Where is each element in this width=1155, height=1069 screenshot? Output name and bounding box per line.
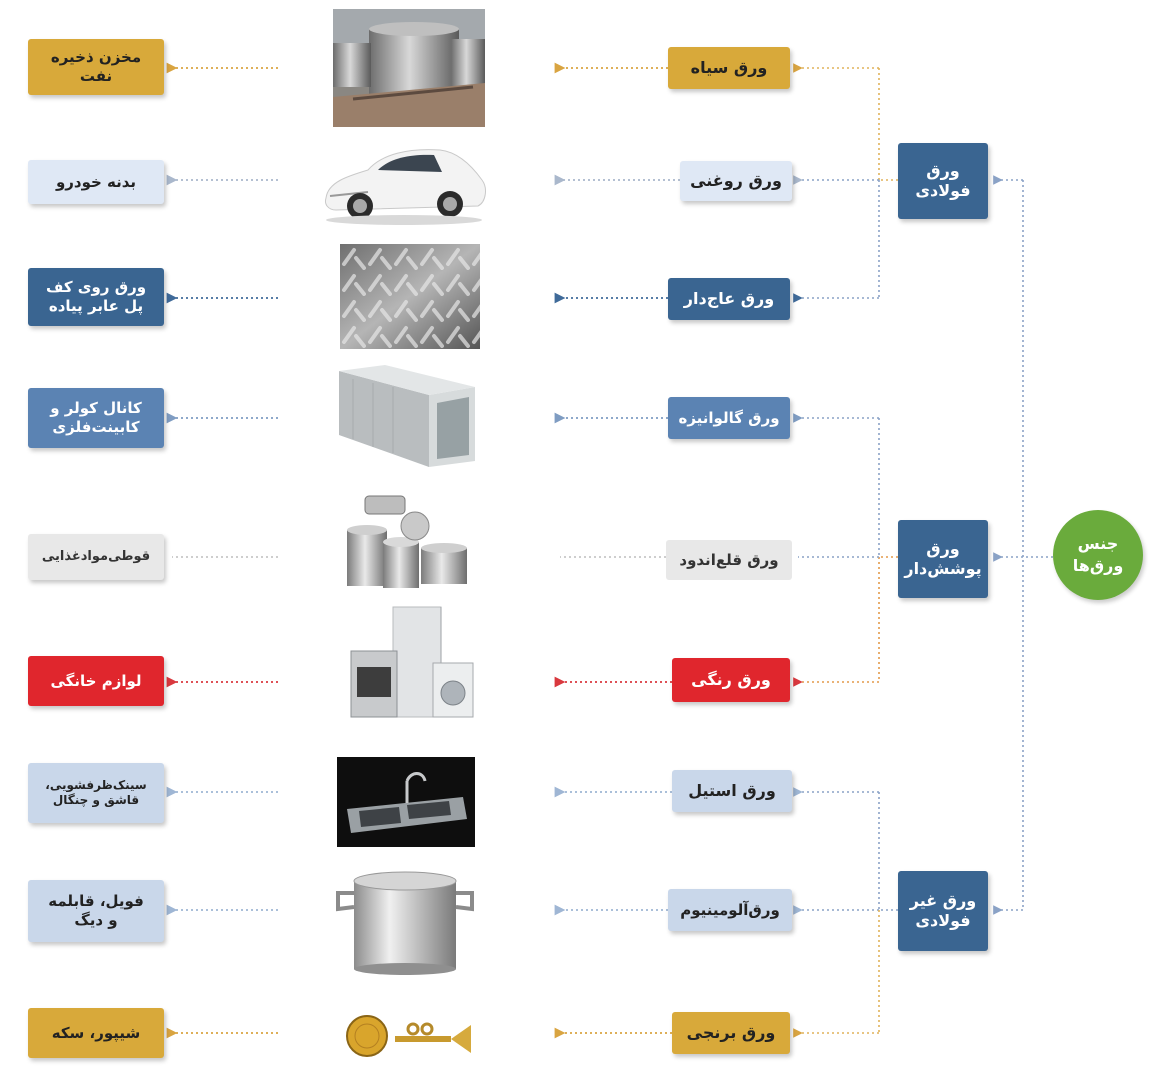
use-label-line1: مخزن ذخیره <box>50 48 142 67</box>
use-label-line2: کابینت‌فلزی <box>52 418 140 436</box>
category-label-line1: ورق <box>926 539 960 558</box>
use-home-appliances: لوازم خانگی <box>28 656 164 706</box>
category-label-line1: ورق <box>926 161 960 180</box>
category-label-line2: فولادی <box>915 911 971 930</box>
use-label-line1: کانال کولر و <box>50 399 142 418</box>
checker-plate-image <box>340 244 480 349</box>
root-label-line2: ورق‌ها <box>1072 556 1124 575</box>
coin-and-trumpet-image <box>346 1015 471 1057</box>
use-label-line1: ورق روی کف <box>45 278 147 297</box>
use-label-line1: سینک‌ظرفشویی، <box>45 778 147 792</box>
sheet-oiled: ورق روغنی <box>680 161 792 201</box>
sheet-black: ورق سیاه <box>668 47 790 89</box>
oil-storage-tank-image <box>333 9 485 127</box>
use-sink-cutlery: سینک‌ظرفشویی،قاشق و چنگال <box>28 763 164 823</box>
use-car-body: بدنه خودرو <box>28 160 164 204</box>
use-label-line1: شیپور، سکه <box>51 1023 141 1042</box>
tin-cans-image <box>347 495 467 588</box>
steel-sink-image <box>337 757 475 847</box>
sheet-label: ورق قلع‌اندود <box>679 550 779 569</box>
sheet-label: ورق سیاه <box>690 58 768 77</box>
category-label-line1: ورق غیر <box>909 891 977 910</box>
sheet-colored: ورق رنگی <box>672 658 790 702</box>
use-label-line1: قوطی‌مواد‌غذایی <box>41 548 151 564</box>
use-label-line1: بدنه خودرو <box>55 172 137 191</box>
home-appliances-image <box>350 606 474 718</box>
sheet-checkered: ورق عاج‌دار <box>668 278 790 320</box>
sheet-label: ورق گالوانیزه <box>678 408 780 427</box>
category-label-line2: فولادی <box>915 181 971 200</box>
use-label-line1: فویل، قابلمه <box>48 892 144 911</box>
use-label-line2: و دیگ <box>74 911 118 929</box>
white-car-image <box>325 149 486 225</box>
sheet-brass: ورق برنجی <box>672 1012 790 1054</box>
use-label-line2: نفت <box>79 67 113 85</box>
sheet-aluminium: ورق‌آلومینیوم <box>668 889 792 931</box>
root-node: جنس ورق‌ها <box>1053 510 1143 600</box>
sheet-galvanized: ورق گالوانیزه <box>668 397 790 439</box>
use-trumpet-coin: شیپور، سکه <box>28 1008 164 1058</box>
use-food-cans: قوطی‌مواد‌غذایی <box>28 534 164 580</box>
use-label-line1: لوازم خانگی <box>50 671 142 690</box>
aluminium-pot-image <box>336 871 474 975</box>
use-label-line2: پل عابر پیاده <box>48 297 144 315</box>
sheet-stainless: ورق استیل <box>672 770 792 812</box>
sheet-label: ورق روغنی <box>690 171 782 190</box>
root-label-line1: جنس <box>1077 534 1119 554</box>
sheet-label: ورق‌آلومینیوم <box>680 900 780 919</box>
sheet-label: ورق برنجی <box>686 1023 776 1042</box>
use-label-line2: قاشق و چنگال <box>52 793 140 807</box>
sheet-label: ورق رنگی <box>691 670 771 689</box>
sheet-label: ورق استیل <box>688 781 776 800</box>
category-label-line2: پوشش‌دار <box>904 559 982 578</box>
sheet-tinplate: ورق قلع‌اندود <box>666 540 792 580</box>
galvanized-duct-image <box>339 365 475 467</box>
sheet-label: ورق عاج‌دار <box>683 289 775 308</box>
